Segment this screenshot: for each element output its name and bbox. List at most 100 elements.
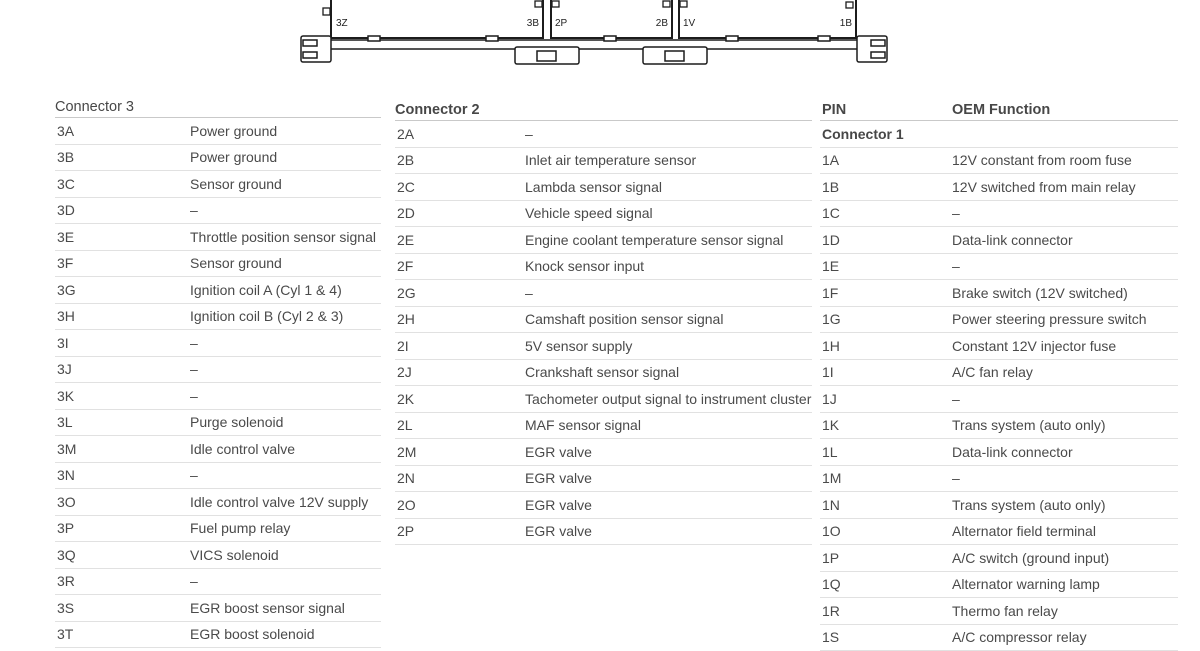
pin-cell: 2G — [395, 285, 525, 301]
connector1-header-row: PIN OEM Function — [820, 99, 1178, 121]
function-cell: Sensor ground — [190, 255, 381, 271]
diagram-label-3b: 3B — [527, 18, 540, 29]
function-cell: Throttle position sensor signal — [190, 229, 381, 245]
pin-cell: 3S — [55, 600, 190, 616]
pin-cell: 1B — [820, 179, 952, 195]
table-row: 1E– — [820, 254, 1178, 281]
oem-function-column-header: OEM Function — [952, 102, 1178, 118]
function-cell: A/C compressor relay — [952, 629, 1178, 645]
pin-cell: 2E — [395, 232, 525, 248]
pin-cell: 3P — [55, 520, 190, 536]
pin-cell: 3Q — [55, 547, 190, 563]
function-cell: Power ground — [190, 149, 381, 165]
connector2-title: Connector 2 — [395, 99, 812, 121]
pin-cell: 3H — [55, 308, 190, 324]
diagram-label-1v: 1V — [683, 18, 696, 29]
table-row: 3R– — [55, 569, 381, 596]
latch-tab — [535, 1, 542, 7]
connector3-body — [331, 0, 543, 38]
pin-cell: 2J — [395, 364, 525, 380]
pin-cell: 1H — [820, 338, 952, 354]
function-cell: EGR valve — [525, 470, 812, 486]
function-cell: Ignition coil B (Cyl 2 & 3) — [190, 308, 381, 324]
pin-cell: 3R — [55, 573, 190, 589]
function-cell: EGR valve — [525, 497, 812, 513]
pin-cell: 1G — [820, 311, 952, 327]
function-cell: – — [190, 361, 381, 377]
connector2-body — [551, 0, 672, 38]
diagram-label-3z: 3Z — [336, 18, 348, 29]
mounting-rail — [312, 40, 875, 49]
pin-cell: 1C — [820, 205, 952, 221]
function-cell: Camshaft position sensor signal — [525, 311, 812, 327]
diagram-label-2p: 2P — [555, 18, 568, 29]
latch-tab — [846, 2, 853, 8]
function-cell: – — [190, 335, 381, 351]
pin-cell: 1M — [820, 470, 952, 486]
function-cell: Alternator warning lamp — [952, 576, 1178, 592]
connector-diagram: 3Z 3B 2P 2B 1V 1B — [0, 0, 1200, 70]
pin-cell: 3G — [55, 282, 190, 298]
function-cell: Inlet air temperature sensor — [525, 152, 812, 168]
pin-cell: 2H — [395, 311, 525, 327]
rail-notch — [368, 36, 380, 41]
function-cell: Data-link connector — [952, 444, 1178, 460]
pin-cell: 1F — [820, 285, 952, 301]
function-cell: 12V switched from main relay — [952, 179, 1178, 195]
pin-cell: 3A — [55, 123, 190, 139]
function-cell: EGR boost sensor signal — [190, 600, 381, 616]
rail-notch — [726, 36, 738, 41]
function-cell: EGR boost solenoid — [190, 626, 381, 642]
function-cell: Tachometer output signal to instrument c… — [525, 391, 812, 407]
function-cell: Power steering pressure switch — [952, 311, 1178, 327]
table-row: 1M– — [820, 466, 1178, 493]
latch-tab — [552, 1, 559, 7]
connector1-subheader-row: Connector 1 — [820, 121, 1178, 148]
pin-cell: 2N — [395, 470, 525, 486]
connector1-title: Connector 1 — [820, 126, 952, 142]
pin-cell: 1S — [820, 629, 952, 645]
function-cell: VICS solenoid — [190, 547, 381, 563]
pin-cell: 3N — [55, 467, 190, 483]
function-cell: Lambda sensor signal — [525, 179, 812, 195]
function-cell: Trans system (auto only) — [952, 417, 1178, 433]
function-cell: – — [190, 202, 381, 218]
function-cell: – — [952, 258, 1178, 274]
pin-cell: 1N — [820, 497, 952, 513]
function-cell: Alternator field terminal — [952, 523, 1178, 539]
pin-cell: 1I — [820, 364, 952, 380]
function-cell: EGR valve — [525, 444, 812, 460]
connector3-title: Connector 3 — [55, 96, 381, 118]
latch-window — [537, 51, 556, 61]
table-row: 3D– — [55, 198, 381, 225]
function-cell: – — [952, 470, 1178, 486]
